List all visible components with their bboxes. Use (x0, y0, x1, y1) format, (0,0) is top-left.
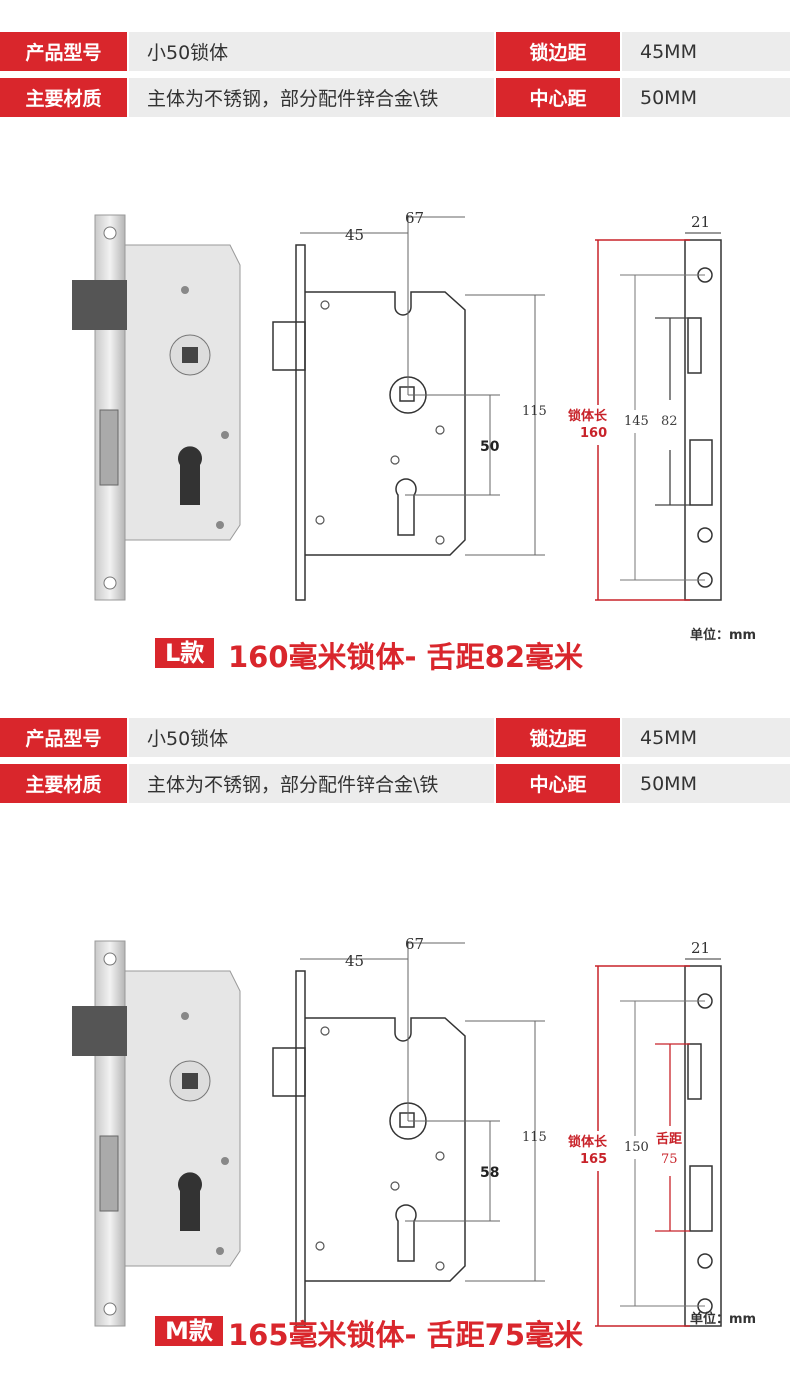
model-value: 小50锁体 (129, 32, 494, 71)
dim-latch-distance: 82 (661, 414, 678, 429)
model-title: 160毫米锁体- 舌距82毫米 (228, 640, 584, 674)
lock-body-photo (72, 940, 241, 1327)
center-value: 50MM (622, 78, 790, 117)
material-label: 主要材质 (0, 764, 127, 803)
spec-row: 产品型号 小50锁体 锁边距 45MM (0, 32, 790, 71)
model-label: 产品型号 (0, 32, 127, 71)
dim-front-total: 67 (405, 935, 424, 953)
front-dimension-diagram: 45 67 115 58 (272, 935, 547, 1327)
side-dimension-diagram: 21 锁体长 160 145 82 (568, 213, 722, 601)
model-title: 165毫米锁体- 舌距75毫米 (228, 1318, 584, 1352)
unit-label: 单位：mm (690, 1312, 757, 1327)
dim-height: 115 (522, 404, 547, 419)
material-value: 主体为不锈钢，部分配件锌合金\铁 (129, 764, 494, 803)
backset-value: 45MM (622, 32, 790, 71)
front-dimension-diagram: 45 67 115 50 (272, 209, 547, 601)
backset-value: 45MM (622, 718, 790, 757)
dim-center: 50 (480, 439, 500, 455)
dim-height: 115 (522, 1130, 547, 1145)
body-length-value: 160 (580, 426, 607, 441)
dim-center: 58 (480, 1165, 499, 1181)
latch-label: 舌距 (656, 1131, 682, 1147)
dim-front-width: 45 (345, 226, 364, 244)
model-value: 小50锁体 (129, 718, 494, 757)
lock-body-photo (72, 214, 241, 601)
center-label: 中心距 (496, 764, 620, 803)
center-label: 中心距 (496, 78, 620, 117)
unit-label: 单位：mm (690, 628, 757, 643)
backset-label: 锁边距 (496, 718, 620, 757)
spec-row: 主要材质 主体为不锈钢，部分配件锌合金\铁 中心距 50MM (0, 764, 790, 803)
material-value: 主体为不锈钢，部分配件锌合金\铁 (129, 78, 494, 117)
body-length-label: 锁体长 (568, 408, 608, 424)
spec-row: 主要材质 主体为不锈钢，部分配件锌合金\铁 中心距 50MM (0, 78, 790, 117)
spec-row: 产品型号 小50锁体 锁边距 45MM (0, 718, 790, 757)
backset-label: 锁边距 (496, 32, 620, 71)
model-badge: L款 (155, 638, 215, 668)
dim-screw-spacing: 150 (624, 1140, 649, 1155)
dim-latch-distance: 75 (661, 1152, 678, 1167)
body-length-value: 165 (580, 1152, 607, 1167)
dim-front-total: 67 (405, 209, 424, 227)
material-label: 主要材质 (0, 78, 127, 117)
spec-section: 产品型号 小50锁体 锁边距 45MM 主要材质 主体为不锈钢，部分配件锌合金\… (0, 686, 790, 1372)
dim-side-width: 21 (691, 213, 710, 231)
model-label: 产品型号 (0, 718, 127, 757)
side-dimension-diagram: 21 锁体长 165 150 舌距 75 (568, 939, 722, 1327)
dim-side-width: 21 (691, 939, 710, 957)
center-value: 50MM (622, 764, 790, 803)
dim-front-width: 45 (345, 952, 364, 970)
dim-screw-spacing: 145 (624, 414, 649, 429)
model-badge: M款 (155, 1316, 223, 1346)
spec-section: 产品型号 小50锁体 锁边距 45MM 主要材质 主体为不锈钢，部分配件锌合金\… (0, 0, 790, 686)
body-length-label: 锁体长 (568, 1134, 608, 1150)
